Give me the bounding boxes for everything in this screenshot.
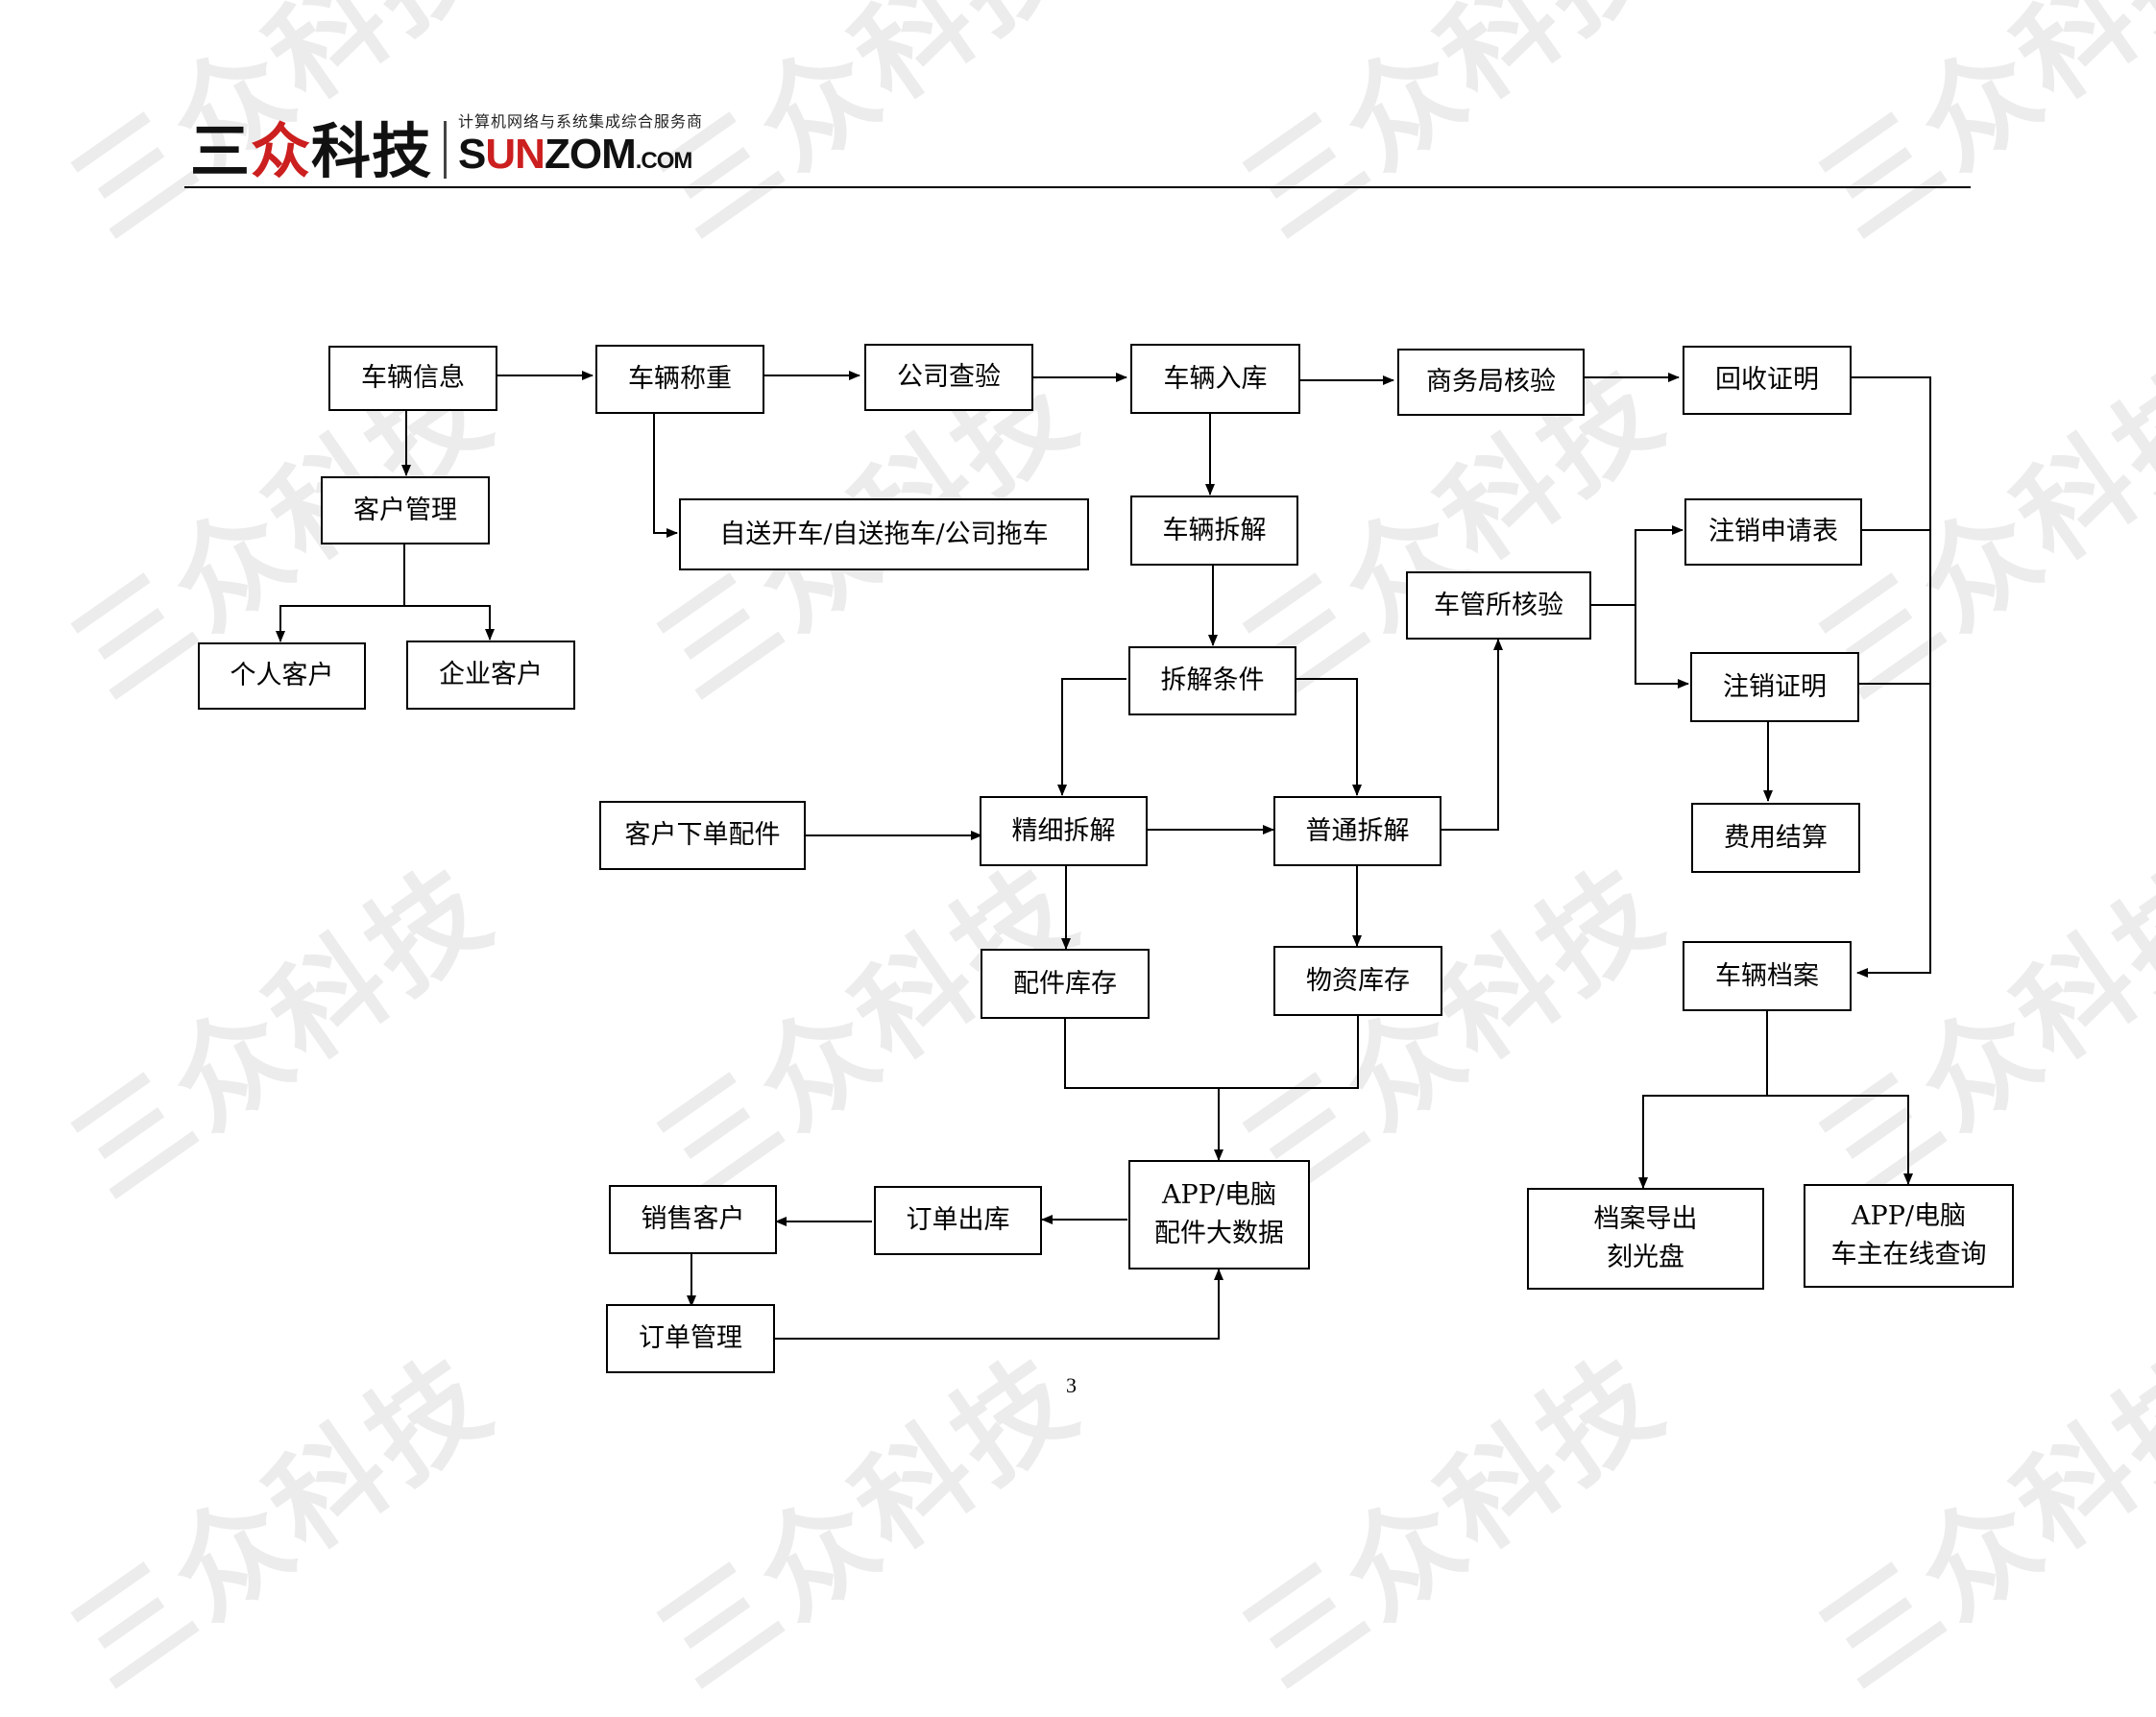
company-inspect-box: 公司查验 <box>864 344 1033 411</box>
cancel-application-box: 注销申请表 <box>1684 498 1862 566</box>
owner-online-query-box: APP/电脑 车主在线查询 <box>1804 1184 2014 1288</box>
arrow-normal-to-admin <box>1441 639 1503 831</box>
connector-parts-merge <box>1064 1018 1223 1161</box>
connector-archive-owner <box>1767 1095 1913 1185</box>
logo-chinese: 三众科技 <box>190 116 433 186</box>
connector-customer-split <box>276 544 405 642</box>
vehicle-storage-box: 车辆入库 <box>1130 344 1300 414</box>
vehicle-info-box: 车辆信息 <box>328 346 497 411</box>
personal-customer-box: 个人客户 <box>198 642 366 710</box>
dismantle-conditions-box: 拆解条件 <box>1128 646 1296 715</box>
arrow-admin-to-application <box>1590 525 1684 606</box>
connector-customer-enterprise <box>404 605 495 641</box>
arrow-conditions-to-normal <box>1295 678 1362 796</box>
recycle-cert-box: 回收证明 <box>1683 346 1852 415</box>
app-parts-bigdata-box: APP/电脑 配件大数据 <box>1128 1160 1310 1270</box>
page-number: 3 <box>1066 1373 1077 1397</box>
sales-customer-box: 销售客户 <box>609 1185 777 1254</box>
material-stock-box: 物资库存 <box>1273 946 1442 1016</box>
order-mgmt-box: 订单管理 <box>606 1304 775 1373</box>
delivery-mode-box: 自送开车/自送拖车/公司拖车 <box>679 498 1089 570</box>
arrow-ordermgmt-to-app <box>774 1269 1223 1340</box>
connector-material-merge <box>1219 1015 1359 1089</box>
logo-divider <box>444 121 448 179</box>
archive-export-box: 档案导出 刻光盘 <box>1527 1188 1764 1290</box>
customer-mgmt-box: 客户管理 <box>321 476 490 544</box>
vehicle-dismantle-box: 车辆拆解 <box>1130 496 1298 566</box>
fee-settlement-box: 费用结算 <box>1691 803 1860 873</box>
parts-stock-box: 配件库存 <box>981 949 1150 1019</box>
arrow-weigh-to-delivery <box>653 413 678 538</box>
fine-dismantle-box: 精细拆解 <box>980 796 1148 866</box>
order-outbound-box: 订单出库 <box>874 1186 1042 1255</box>
logo-tagline: 计算机网络与系统集成综合服务商 <box>458 112 704 131</box>
enterprise-customer-box: 企业客户 <box>406 641 575 710</box>
document-page: 三众科技 三众科技 三众科技 三众科技 三众科技 三众科技 三众科技 三众科技 … <box>49 0 2156 1712</box>
company-logo: 三众科技 计算机网络与系统集成综合服务商 SUNZOM.COM <box>190 112 703 186</box>
arrow-admin-to-cancel-cert <box>1635 605 1689 689</box>
commerce-verify-box: 商务局核验 <box>1397 349 1585 416</box>
vehicle-admin-verify-box: 车管所核验 <box>1406 571 1591 640</box>
vehicle-weigh-box: 车辆称重 <box>595 345 764 414</box>
normal-dismantle-box: 普通拆解 <box>1273 796 1441 866</box>
arrow-conditions-to-fine <box>1057 678 1126 796</box>
customer-order-parts-box: 客户下单配件 <box>599 801 806 870</box>
flow-connectors <box>276 371 1931 1340</box>
logo-english: SUNZOM.COM <box>458 131 692 178</box>
cancel-cert-box: 注销证明 <box>1690 652 1859 722</box>
header-divider <box>184 186 1971 188</box>
connector-recycle-collector <box>1851 376 1931 978</box>
vehicle-archive-box: 车辆档案 <box>1683 941 1852 1011</box>
connector-archive-split <box>1638 1010 1768 1189</box>
